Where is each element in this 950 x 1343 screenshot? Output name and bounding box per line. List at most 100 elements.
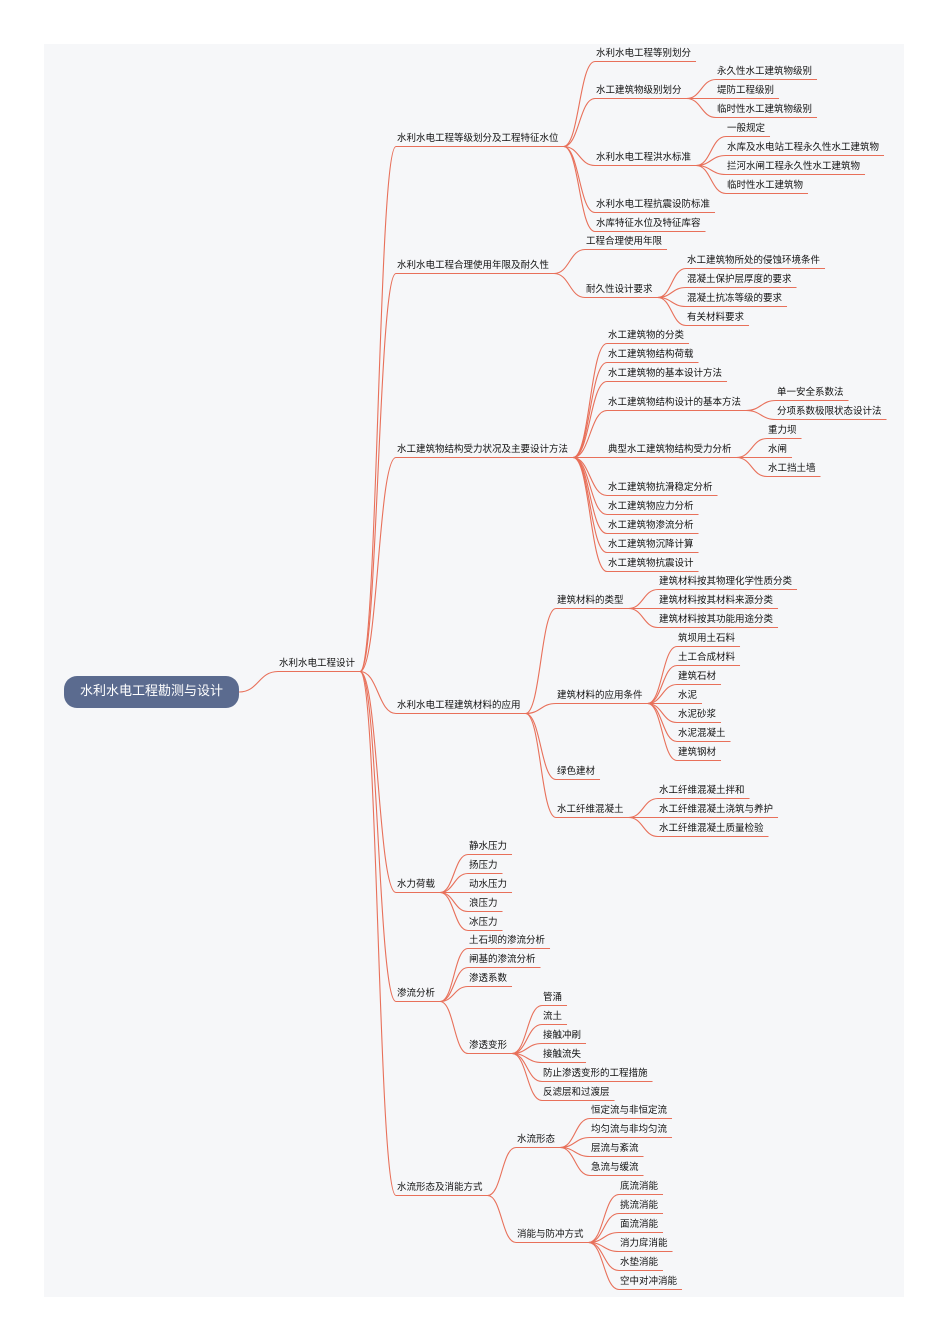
root-connector [238, 670, 279, 693]
leaf-node[interactable]: 均匀流与非均匀流 [591, 1124, 668, 1135]
branch-node[interactable]: 水利水电工程洪水标准 [596, 152, 692, 163]
branch-connector [647, 702, 678, 762]
leaf-node[interactable]: 筑坝用土石料 [678, 633, 736, 644]
leaf-node[interactable]: 水工纤维混凝土拌和 [659, 785, 745, 796]
leaf-node[interactable]: 土工合成材料 [678, 652, 736, 663]
leaf-node[interactable]: 建筑材料按其材料来源分类 [659, 595, 774, 606]
leaf-node[interactable]: 闸基的渗流分析 [469, 954, 536, 965]
leaf-node[interactable]: 分项系数极限状态设计法 [777, 406, 882, 417]
leaf-node[interactable]: 建筑钢材 [678, 747, 717, 758]
branch-connector [563, 145, 596, 167]
leaf-node[interactable]: 静水压力 [469, 841, 508, 852]
leaf-node[interactable]: 水泥 [678, 690, 698, 701]
leaf-node[interactable]: 水库及水电站工程永久性水工建筑物 [727, 142, 880, 153]
branch-node[interactable]: 水工纤维混凝土 [557, 804, 624, 815]
mindmap-links [238, 60, 887, 1291]
branch-connector [559, 1146, 591, 1177]
leaf-node[interactable]: 单一安全系数法 [777, 387, 844, 398]
branch-connector [628, 797, 659, 819]
leaf-node[interactable]: 混凝土抗冻等级的要求 [687, 293, 783, 304]
leaf-node[interactable]: 水利水电工程抗震设防标准 [596, 199, 711, 210]
branch-node[interactable]: 水流形态及消能方式 [397, 1182, 483, 1193]
leaf-node[interactable]: 动水压力 [469, 879, 508, 890]
leaf-node[interactable]: 水工建筑物沉降计算 [608, 539, 694, 550]
leaf-node[interactable]: 临时性水工建筑物级别 [717, 104, 813, 115]
leaf-node[interactable]: 水工纤维混凝土浇筑与养护 [659, 804, 774, 815]
leaf-node[interactable]: 水工建筑物结构荷载 [608, 349, 694, 360]
leaf-node[interactable]: 水库特征水位及特征库容 [596, 218, 701, 229]
leaf-node[interactable]: 一般规定 [727, 123, 766, 134]
branch-connector [487, 1194, 517, 1244]
leaf-node[interactable]: 渗透系数 [469, 973, 508, 984]
leaf-node[interactable]: 土石坝的渗流分析 [469, 935, 546, 946]
branch-node[interactable]: 典型水工建筑物结构受力分析 [608, 444, 732, 455]
leaf-node[interactable]: 永久性水工建筑物级别 [717, 66, 813, 77]
leaf-node[interactable]: 拦河水闸工程永久性水工建筑物 [727, 161, 861, 172]
leaf-node[interactable]: 绿色建材 [557, 766, 596, 777]
leaf-node[interactable]: 挑流消能 [620, 1200, 659, 1211]
branch-connector [628, 588, 659, 610]
leaf-node[interactable]: 水工建筑物的基本设计方法 [608, 368, 723, 379]
branch-node[interactable]: 水工建筑物结构设计的基本方法 [608, 397, 742, 408]
branch-node[interactable]: 建筑材料的类型 [557, 595, 624, 606]
branch-node[interactable]: 水利水电工程建筑材料的应用 [397, 700, 521, 711]
leaf-node[interactable]: 建筑石材 [678, 671, 717, 682]
leaf-node[interactable]: 临时性水工建筑物 [727, 180, 804, 191]
leaf-node[interactable]: 水工建筑物应力分析 [608, 501, 694, 512]
leaf-node[interactable]: 有关材料要求 [687, 312, 745, 323]
leaf-node[interactable]: 建筑材料按其物理化学性质分类 [659, 576, 793, 587]
leaf-node[interactable]: 层流与紊流 [591, 1143, 639, 1154]
leaf-node[interactable]: 冰压力 [469, 917, 498, 928]
branch-node[interactable]: 渗透变形 [469, 1040, 508, 1051]
leaf-node[interactable]: 堤防工程级别 [717, 85, 775, 96]
leaf-node[interactable]: 水泥混凝土 [678, 728, 726, 739]
leaf-node[interactable]: 管涌 [543, 992, 563, 1003]
leaf-node[interactable]: 水工建筑物所处的侵蚀环境条件 [687, 255, 821, 266]
leaf-node[interactable]: 浪压力 [469, 898, 498, 909]
leaf-node[interactable]: 水工纤维混凝土质量检验 [659, 823, 764, 834]
branch-node[interactable]: 水利水电工程合理使用年限及耐久性 [397, 260, 550, 271]
leaf-node[interactable]: 恒定流与非恒定流 [591, 1105, 668, 1116]
branch-node[interactable]: 水利水电工程等级划分及工程特征水位 [397, 133, 559, 144]
leaf-node[interactable]: 水工建筑物的分类 [608, 330, 685, 341]
topic-node[interactable]: 水利水电工程设计 [279, 658, 356, 669]
leaf-node[interactable]: 水工建筑物抗震设计 [608, 558, 694, 569]
leaf-node[interactable]: 急流与缓流 [591, 1162, 639, 1173]
branch-node[interactable]: 水流形态 [517, 1134, 556, 1145]
root-node[interactable]: 水利水电工程勘测与设计 [64, 676, 240, 708]
branch-connector [588, 1241, 620, 1291]
branch-connector [359, 670, 397, 1197]
leaf-node[interactable]: 混凝土保护层厚度的要求 [687, 274, 792, 285]
leaf-node[interactable]: 水泥砂浆 [678, 709, 717, 720]
branch-node[interactable]: 渗流分析 [397, 988, 436, 999]
leaf-node[interactable]: 消力戽消能 [620, 1238, 668, 1249]
branch-node[interactable]: 水工建筑物级别划分 [596, 85, 682, 96]
leaf-node[interactable]: 底流消能 [620, 1181, 659, 1192]
leaf-node[interactable]: 重力坝 [768, 425, 797, 436]
branch-connector [511, 1004, 543, 1055]
leaf-node[interactable]: 水闸 [768, 444, 788, 455]
branch-node[interactable]: 建筑材料的应用条件 [557, 690, 643, 701]
leaf-node[interactable]: 水利水电工程等别划分 [596, 48, 692, 59]
leaf-node[interactable]: 流土 [543, 1011, 563, 1022]
branch-connector [525, 702, 557, 715]
branch-connector [511, 1023, 543, 1055]
leaf-node[interactable]: 接触流失 [543, 1049, 582, 1060]
leaf-node[interactable]: 水工挡土墙 [768, 463, 816, 474]
branch-node[interactable]: 消能与防冲方式 [517, 1229, 584, 1240]
leaf-node[interactable]: 水工建筑物渗流分析 [608, 520, 694, 531]
leaf-node[interactable]: 水工建筑物抗滑稳定分析 [608, 482, 713, 493]
branch-node[interactable]: 水工建筑物结构受力状况及主要设计方法 [397, 444, 569, 455]
branch-connector [559, 1117, 591, 1149]
leaf-node[interactable]: 扬压力 [469, 860, 498, 871]
branch-node[interactable]: 水力荷载 [397, 879, 436, 890]
leaf-node[interactable]: 水垫消能 [620, 1257, 659, 1268]
leaf-node[interactable]: 接触冲刷 [543, 1030, 582, 1041]
branch-node[interactable]: 耐久性设计要求 [586, 284, 653, 295]
leaf-node[interactable]: 工程合理使用年限 [586, 236, 663, 247]
leaf-node[interactable]: 空中对冲消能 [620, 1276, 678, 1287]
leaf-node[interactable]: 面流消能 [620, 1219, 659, 1230]
leaf-node[interactable]: 建筑材料按其功能用途分类 [659, 614, 774, 625]
leaf-node[interactable]: 防止渗透变形的工程措施 [543, 1068, 648, 1079]
leaf-node[interactable]: 反滤层和过渡层 [543, 1087, 610, 1098]
